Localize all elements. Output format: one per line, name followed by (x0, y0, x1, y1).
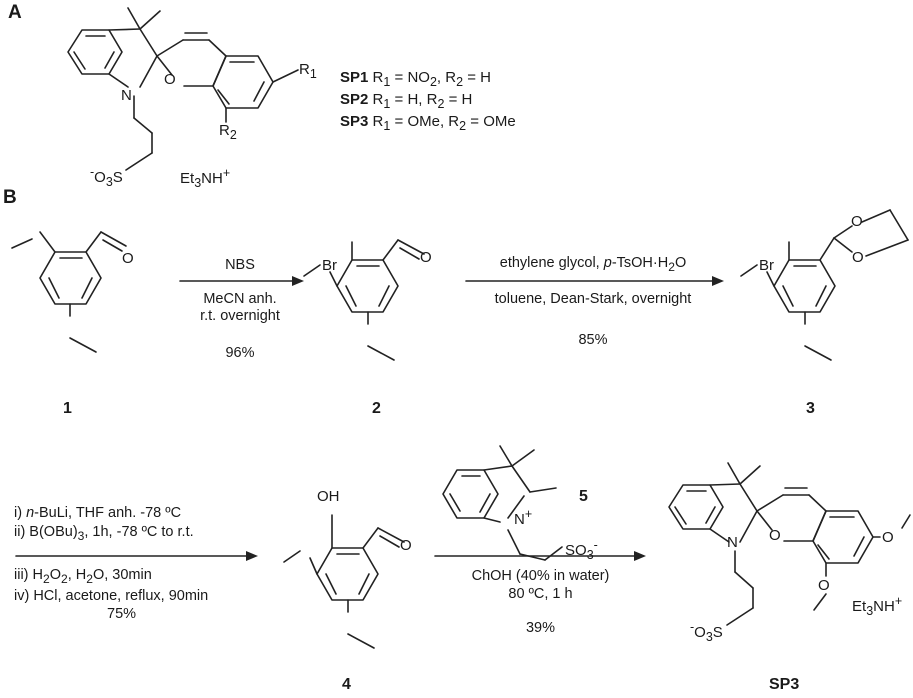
counterion-sp3: Et3NH+ (852, 594, 903, 618)
compound-5 (442, 445, 563, 561)
atom-n-a: N (121, 87, 132, 104)
step3-i: i) n-BuLi, THF anh. -78 ºC (14, 505, 182, 521)
atom-br-3: Br (759, 257, 774, 274)
r1-label: R1 (299, 61, 317, 81)
step4-yield: 39% (525, 620, 556, 636)
sulfonate-a: -O3S (90, 165, 123, 189)
step1-reagent: NBS (225, 257, 255, 273)
compound-1 (11, 231, 127, 353)
legend-sp3: SP3 R1 = OMe, R2 = OMe (340, 113, 516, 133)
atom-o-3a: O (851, 213, 863, 230)
step1-conditions: r.t. overnight (200, 308, 280, 324)
compound-number-3: 3 (806, 400, 815, 417)
panel-b-label: B (3, 187, 17, 208)
compound-4 (283, 514, 405, 649)
compound-number-5: 5 (579, 488, 588, 505)
reaction-arrows (15, 280, 721, 557)
atom-o-2: O (420, 249, 432, 266)
atom-oh-4: OH (317, 488, 340, 505)
atom-o-4: O (400, 537, 412, 554)
panel-a-label: A (8, 2, 22, 23)
step4-conditions: 80 ºC, 1 h (508, 586, 573, 602)
step3-iii: iii) H2O2, H2O, 30min (14, 567, 152, 586)
compound-number-1: 1 (63, 400, 72, 417)
sp3-o-bottom: O (818, 577, 830, 594)
compound-number-2: 2 (372, 400, 381, 417)
step4-reagent: ChOH (40% in water) (471, 568, 610, 584)
spiropyran-a (67, 7, 299, 171)
step2-reagents: ethylene glycol, p-TsOH·H2O (499, 255, 687, 274)
compound-sp3 (668, 462, 911, 626)
r2-label: R2 (219, 122, 237, 142)
compound-number-sp3: SP3 (769, 676, 800, 693)
atom-o-3b: O (852, 249, 864, 266)
atom-o-a: O (164, 71, 176, 88)
atom-o-1: O (122, 250, 134, 267)
step1-solvent: MeCN anh. (203, 291, 277, 307)
atom-n-sp3: N (727, 534, 738, 551)
step3-ii: ii) B(OBu)3, 1h, -78 ºC to r.t. (14, 524, 194, 543)
sulfonate-sp3: -O3S (690, 620, 723, 644)
sp3-o-right: O (882, 529, 894, 546)
compound5-n-plus: N+ (514, 507, 533, 528)
compound-3 (740, 209, 909, 361)
compound-2 (303, 239, 425, 361)
step2-conditions: toluene, Dean-Stark, overnight (494, 291, 692, 307)
step3-iv: iv) HCl, acetone, reflux, 90min (14, 588, 209, 604)
step2-yield: 85% (578, 332, 608, 348)
atom-o-sp3: O (769, 527, 781, 544)
step3-yield: 75% (107, 606, 137, 622)
step1-yield: 96% (225, 345, 255, 361)
atom-br-2: Br (322, 257, 337, 274)
counterion-a: Et3NH+ (180, 166, 231, 190)
compound-number-4: 4 (342, 676, 351, 693)
legend-sp1: SP1 R1 = NO2, R2 = H (340, 69, 491, 89)
compound5-sulfonate: SO3- (565, 538, 598, 562)
legend-sp2: SP2 R1 = H, R2 = H (340, 91, 473, 111)
